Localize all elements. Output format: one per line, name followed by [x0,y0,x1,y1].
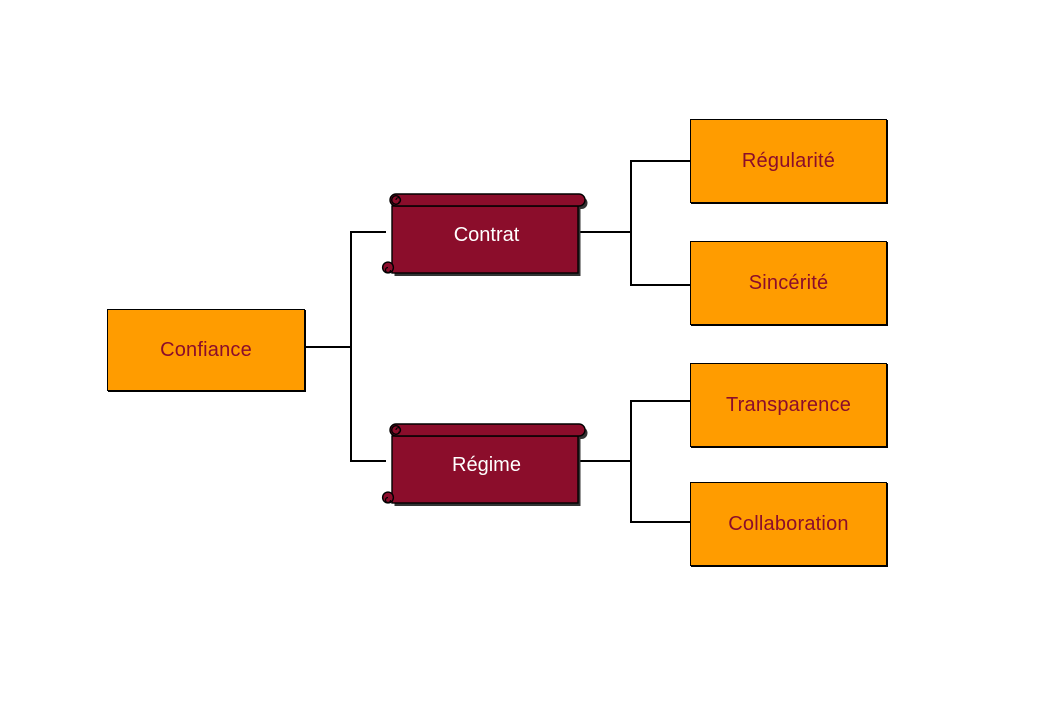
node-collaboration: Collaboration [690,482,887,566]
connector-regime-stub [580,460,630,462]
node-contrat: Contrat [381,193,588,278]
connector-contrat-branch [630,160,632,285]
node-contrat-label: Contrat [453,224,520,246]
node-regularite-label: Régularité [741,149,836,172]
node-regime-label: Régime [452,454,521,476]
node-transparence: Transparence [690,363,887,447]
connector-regime-branch [630,400,632,522]
connector-root-horizontal [305,346,350,348]
connector-to-transparence [630,400,690,402]
node-transparence-label: Transparence [725,393,852,416]
node-sincerite: Sincérité [690,241,887,325]
node-confiance: Confiance [107,309,305,391]
horizontal-scroll-shape [381,193,588,276]
node-collaboration-label: Collaboration [728,512,849,535]
connector-contrat-stub [580,231,630,233]
connector-to-regime [350,460,386,462]
node-regime: Régime [381,423,588,508]
connector-to-sincerite [630,284,690,286]
connector-to-regularite [630,160,690,162]
node-sincerite-label: Sincérité [748,271,829,294]
node-regularite: Régularité [690,119,887,203]
connector-trunk-vertical [350,231,352,461]
node-confiance-label: Confiance [160,338,252,361]
horizontal-scroll-shape [381,423,588,506]
connector-to-contrat [350,231,386,233]
connector-to-collaboration [630,521,690,523]
